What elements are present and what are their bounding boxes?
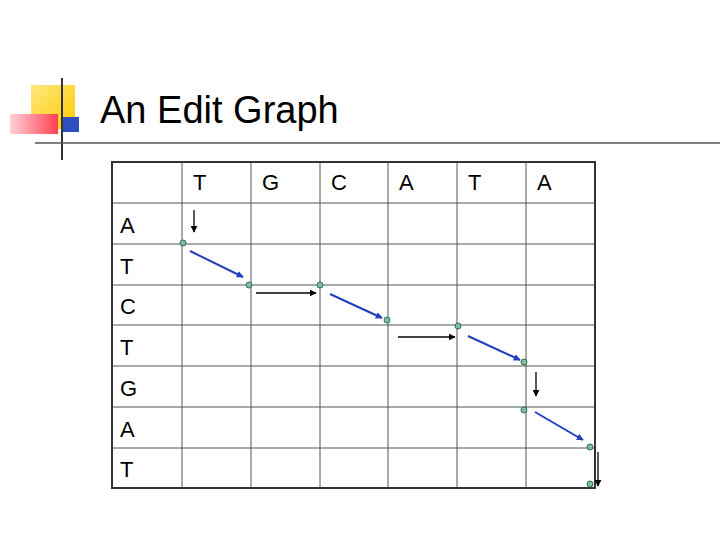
deco-square	[62, 117, 79, 132]
grid-border	[112, 162, 595, 488]
title-rule	[35, 142, 720, 144]
column-header: C	[331, 172, 347, 194]
column-header: A	[399, 172, 414, 194]
column-header: A	[537, 172, 552, 194]
column-header: G	[262, 172, 279, 194]
row-header: T	[120, 337, 133, 359]
column-header: T	[468, 172, 481, 194]
path-dot	[180, 240, 593, 487]
row-header: T	[120, 459, 133, 481]
slide-title: An Edit Graph	[100, 91, 339, 129]
row-header: A	[120, 215, 135, 237]
column-header: T	[193, 172, 206, 194]
row-header: A	[120, 419, 135, 441]
grid	[112, 162, 595, 488]
deco-rule	[61, 78, 63, 160]
row-header: T	[120, 256, 133, 278]
row-header: G	[120, 378, 137, 400]
row-header: C	[120, 296, 136, 318]
deco-bar	[10, 114, 58, 134]
alignment-path	[190, 210, 598, 486]
